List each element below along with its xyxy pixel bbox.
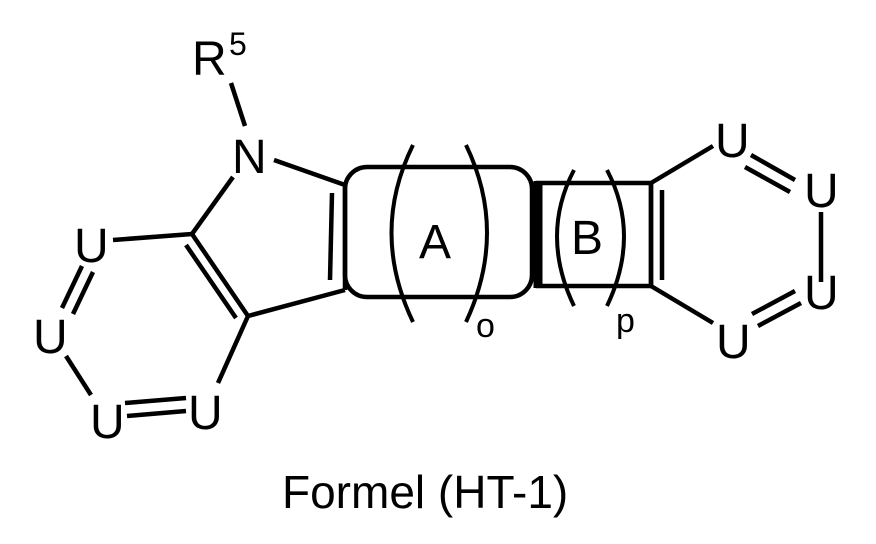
ring-b-left-paren (555, 169, 576, 307)
u-atom-right-1: U (715, 115, 750, 168)
bond-c1-c3 (190, 232, 250, 318)
u-atom-left-2: U (33, 311, 68, 364)
bond-n-c1 (190, 175, 235, 236)
u-atom-left-3: U (90, 396, 125, 449)
ring-a-subscript: o (476, 307, 495, 345)
u-atom-right-4: U (716, 316, 751, 369)
bond-u5-u6 (749, 153, 797, 182)
ring-b-label: B (571, 212, 603, 265)
r-substituent-label: R (192, 33, 227, 86)
ring-a-box (342, 164, 535, 300)
r-superscript: 5 (229, 26, 247, 62)
ring-a-left-paren (389, 144, 415, 323)
bond-u1-u2 (59, 265, 85, 309)
figure-caption: Formel (HT-1) (282, 466, 568, 518)
u-atom-left-4: U (188, 387, 223, 440)
bond-c2-c4-double (327, 192, 335, 281)
bond-u1-u2-double (70, 271, 96, 315)
bond-n-c2 (273, 157, 346, 188)
ring-b-right-paren (605, 169, 626, 307)
bond-u7-u8 (750, 289, 797, 316)
ring-a-right-paren (464, 144, 489, 323)
bond-c5-u5 (649, 144, 715, 185)
ring-b-subscript: p (616, 302, 635, 340)
bond-r5-n (228, 82, 248, 127)
u-atom-left-1: U (74, 220, 109, 273)
ring-a-label: A (419, 216, 451, 269)
u-atom-right-3: U (804, 267, 839, 320)
nitrogen-atom: N (232, 131, 267, 184)
bond-c4-c3 (247, 287, 346, 319)
bond-u3-u4 (124, 395, 187, 406)
bond-c1-c3-double (184, 243, 238, 320)
bond-u2-u3 (64, 354, 93, 397)
bond-c6-u8 (649, 284, 715, 325)
bond-c1-u1 (112, 231, 193, 243)
bond-c3-u4 (215, 315, 251, 384)
bond-u5-u6-double (743, 165, 792, 194)
u-atom-right-2: U (804, 165, 839, 218)
bond-u7-u8-double (756, 301, 803, 328)
bond-u3-u4-double (126, 408, 187, 419)
